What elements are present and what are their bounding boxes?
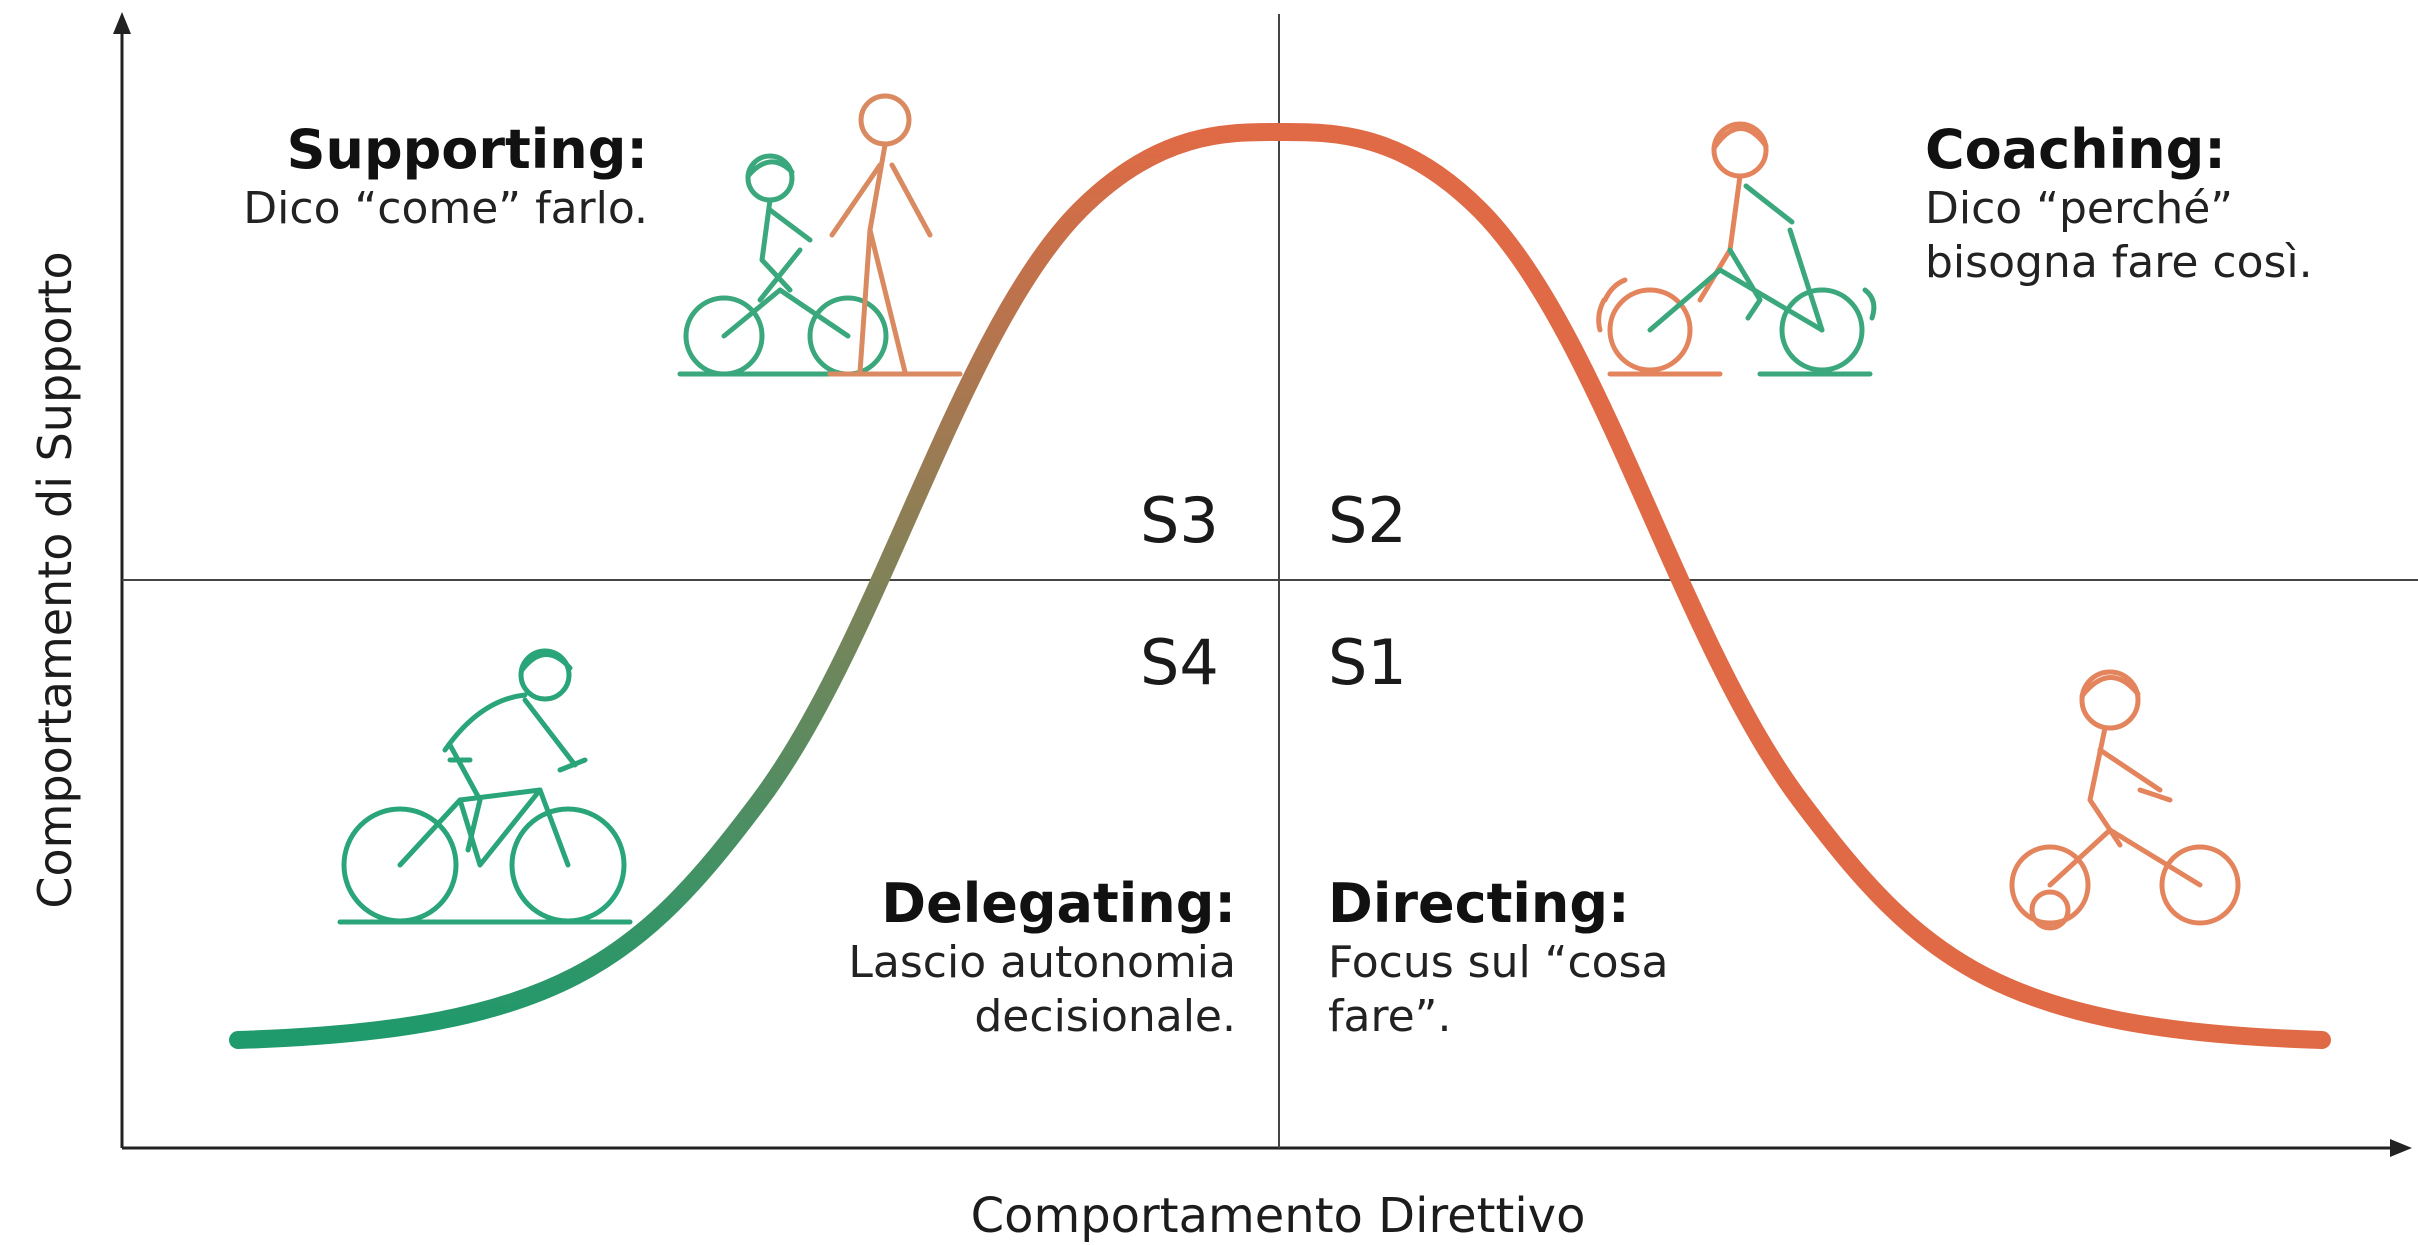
delegating-description-line2: decisionale. [974,991,1236,1042]
s2-label: S2 [1328,484,1407,557]
s4-label: S4 [1140,626,1219,699]
coaching-description-line2: bisogna fare così. [1925,237,2313,288]
coaching-text-block: Coaching: Dico “perché” bisogna fare cos… [1925,118,2405,290]
curve-right-half [1270,122,2331,1049]
child-with-parent-bike-icon [677,93,963,377]
delegating-description-line1: Lascio autonomia [848,937,1236,988]
delegating-title: Delegating: [881,872,1236,935]
directing-description-line2: fare”. [1328,991,1452,1042]
directing-text-block: Directing: Focus sul “cosa fare”. [1328,872,1848,1044]
coaching-description-line1: Dico “perché” [1925,183,2234,234]
curve-left-half [229,122,1288,1049]
x-axis-label: Comportamento Direttivo [970,1188,1586,1244]
s1-label: S1 [1328,626,1407,699]
supporting-text-block: Supporting: Dico “come” farlo. [0,118,648,236]
delegating-text-block: Delegating: Lascio autonomia decisionale… [600,872,1236,1044]
child-training-wheels-icon [2009,669,2241,931]
child-bike-wobbly-icon [1596,121,1877,377]
supporting-description: Dico “come” farlo. [243,183,648,234]
supporting-title: Supporting: [286,118,648,181]
y-axis-arrow [113,12,131,34]
s3-label: S3 [1140,484,1219,557]
y-axis-label: Comportamento di Supporto [28,251,82,909]
adult-cyclist-icon [337,648,633,925]
directing-title: Directing: [1328,872,1630,935]
x-axis-arrow [2390,1139,2412,1157]
coaching-title: Coaching: [1925,118,2226,181]
directing-description-line1: Focus sul “cosa [1328,937,1669,988]
